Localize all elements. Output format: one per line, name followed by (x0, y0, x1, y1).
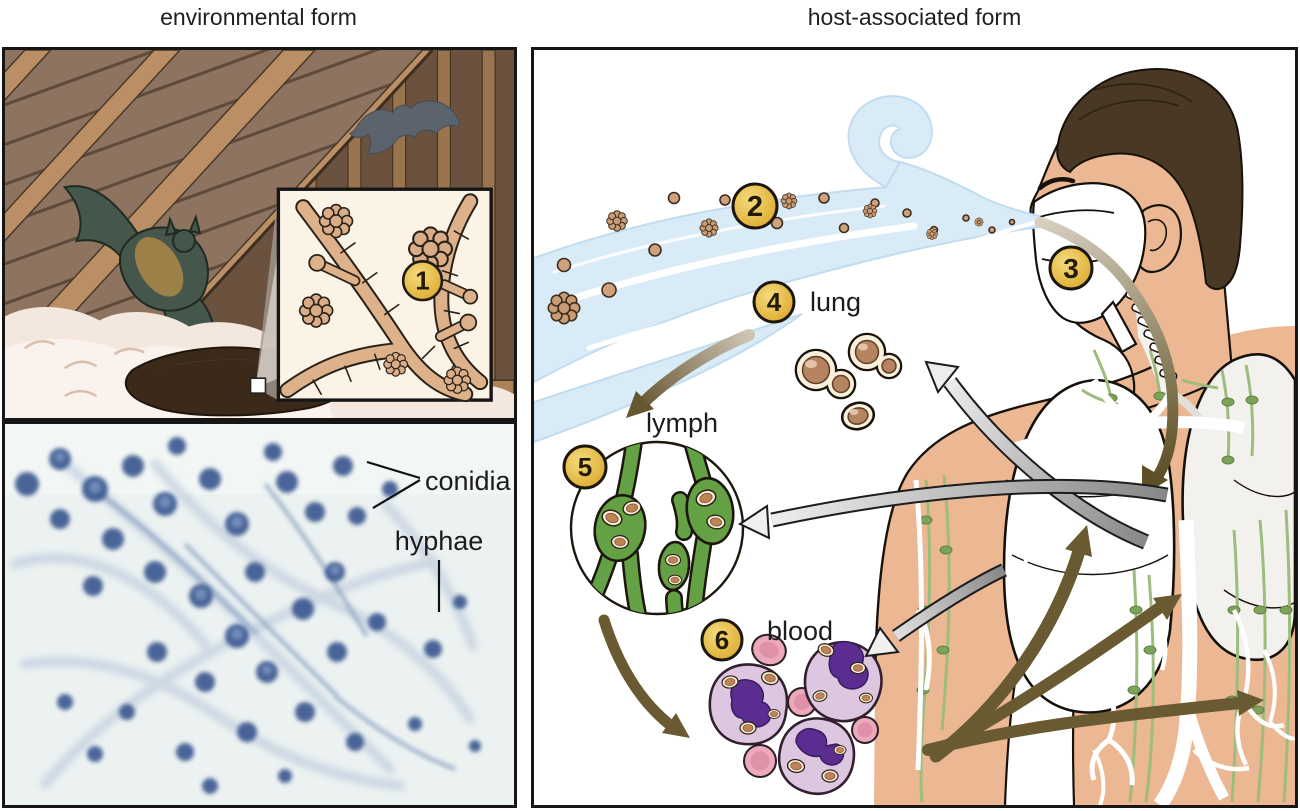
spores-in-air (547, 191, 1016, 325)
attic-panel: 1 (2, 47, 517, 421)
arrow-body-to-blood (864, 563, 1007, 658)
magnifier-cone (249, 189, 279, 401)
arrow-lunginset-to-lymph (626, 329, 755, 418)
bat-silhouette-icon (349, 100, 460, 155)
conidia-highlights (55, 452, 340, 675)
lymph-label: lymph (646, 408, 718, 438)
arrow-lymph-to-blood (598, 614, 690, 738)
micrograph-labels: conidia hyphae (366, 460, 512, 612)
sample-marker (249, 377, 267, 394)
arrow-lung-to-lymph (737, 478, 1169, 540)
title-host: host-associated form (807, 4, 1022, 30)
gray-arrows (737, 360, 1169, 658)
hair (1056, 68, 1244, 291)
step-2-number: 2 (747, 191, 763, 223)
hyphae-strands (10, 459, 478, 791)
air-swirl (847, 95, 933, 189)
step-6-number: 6 (715, 625, 729, 655)
blood-cells (708, 633, 883, 795)
title-environmental: environmental form (160, 4, 357, 30)
step-3-number: 3 (1063, 253, 1079, 284)
step-markers: 2 3 4 5 6 lung lymph blood (562, 182, 1094, 662)
lung-label: lung (810, 287, 861, 317)
lymph-inset (569, 440, 745, 616)
hyphae-thin (98, 482, 456, 772)
hyphae-label: hyphae (395, 526, 484, 556)
step-5-number: 5 (578, 452, 592, 482)
step-marker-1: 1 (401, 260, 444, 302)
arrow-blood-right (922, 690, 1264, 756)
attic-illustration: 1 (5, 50, 514, 418)
arrow-blood-up-right (930, 594, 1182, 758)
host-panel: 2 3 4 5 6 lung lymph blood (531, 47, 1298, 808)
hyphae-inset (276, 187, 493, 403)
conidia-label: conidia (425, 466, 512, 496)
micrograph-panel: conidia hyphae (2, 421, 517, 808)
yeast-cells-lung (794, 332, 903, 431)
conidia-cells (15, 437, 481, 794)
host-illustration: 2 3 4 5 6 lung lymph blood (534, 68, 1295, 805)
conidia-pointer-lines (366, 460, 421, 509)
brown-arrows (598, 329, 1264, 763)
phagocytes (708, 640, 883, 795)
eyebrow-icon (1037, 177, 1076, 191)
step-1-number: 1 (415, 268, 429, 296)
blood-label: blood (767, 616, 833, 646)
red-blood-cells (743, 633, 879, 778)
step-4-number: 4 (767, 287, 782, 317)
micrograph-image: conidia hyphae (5, 424, 514, 805)
